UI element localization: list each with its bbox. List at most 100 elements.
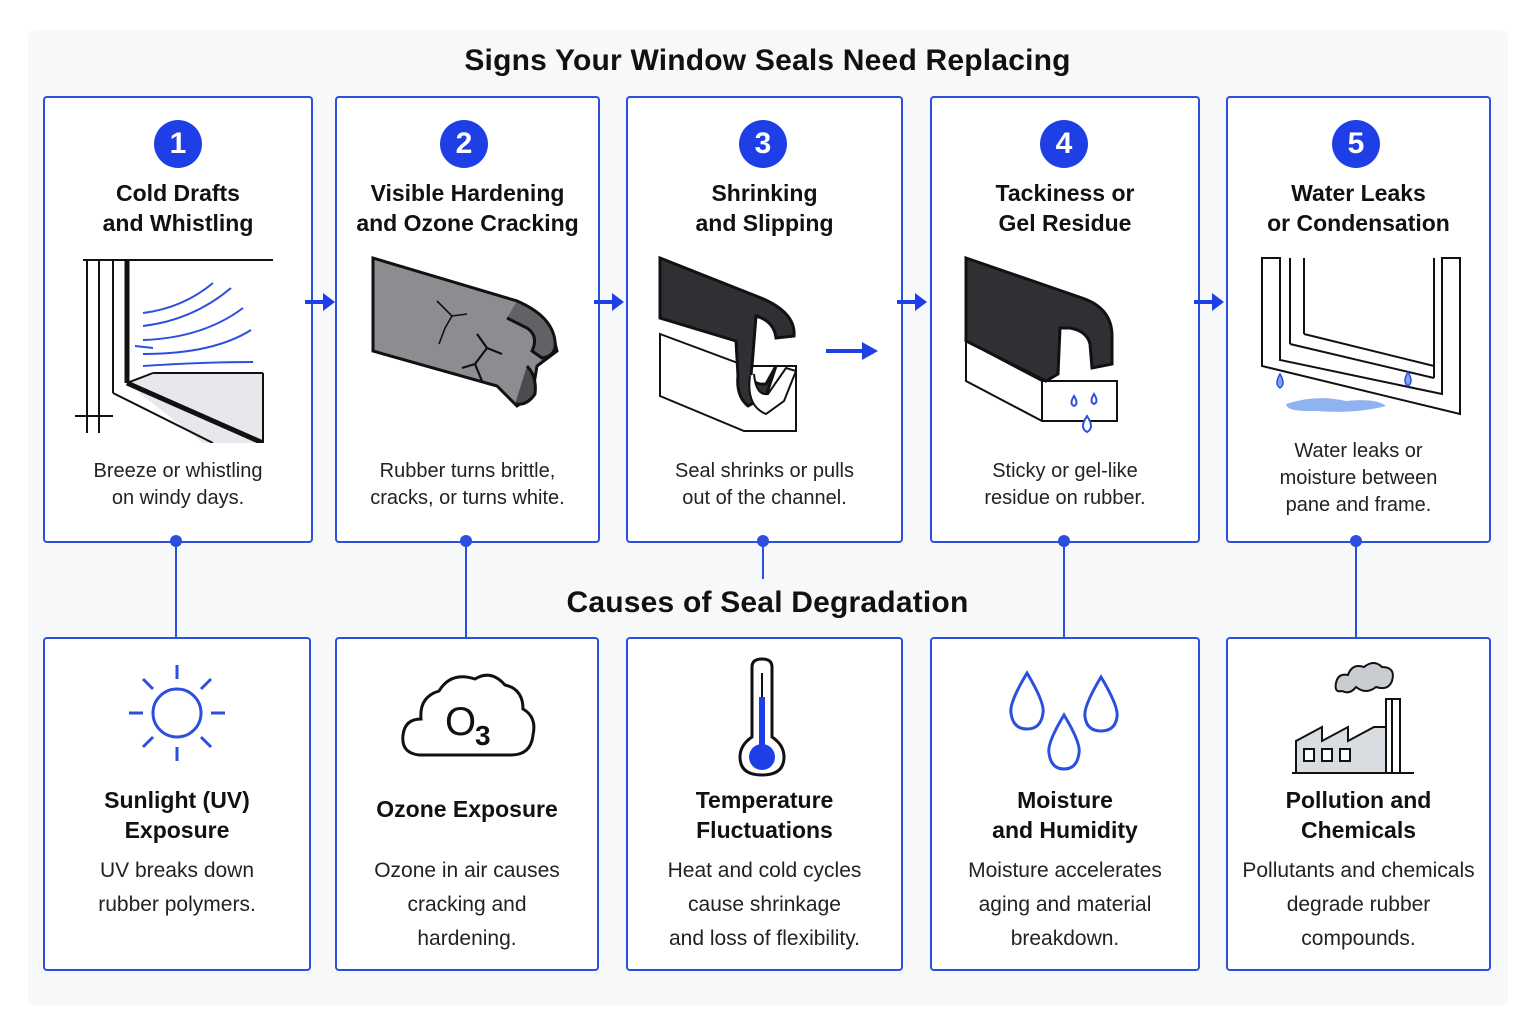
cause-card-pollution: Pollution and Chemicals Pollutants and c… [1226,637,1491,971]
sticky-seal-icon [964,256,1118,434]
desc-line: Pollutants and chemicals [1242,859,1475,882]
cause-title-line: Moisture [1017,787,1113,813]
desc-line: hardening. [417,927,517,950]
cause-description: Ozone in air causes cracking and hardeni… [345,854,589,956]
cause-title: Moisture and Humidity [938,785,1192,845]
desc-line: UV breaks down [99,859,255,882]
sign-description: Water leaks or moisture between pane and… [1236,438,1481,519]
cause-card-sunlight: Sunlight (UV) Exposure UV breaks down ru… [43,637,311,971]
next-arrow-icon [897,293,927,311]
connector-line [1355,541,1357,637]
desc-line: compounds. [1301,927,1416,950]
sign-title: Tackiness or Gel Residue [938,178,1192,238]
ozone-cloud-icon: O 3 [401,673,536,757]
sign-title-line: Gel Residue [998,210,1132,236]
page-title: Signs Your Window Seals Need Replacing [464,44,1071,77]
sign-description: Sticky or gel-like residue on rubber. [940,458,1190,512]
sign-title-line: Tackiness or [995,180,1135,206]
sign-title-line: Water Leaks [1291,180,1426,206]
connector-line [465,541,467,637]
sign-title-line: and Whistling [102,210,254,236]
cause-title-line: Chemicals [1300,817,1417,843]
cause-title-line: Pollution and [1285,787,1432,813]
sign-title: Shrinking and Slipping [634,178,895,238]
cause-title-line: and Humidity [992,817,1138,843]
connector-line [175,541,177,637]
cause-title: Temperature Fluctuations [634,785,895,845]
window-draft-icon [73,258,278,443]
desc-line: degrade rubber [1286,893,1431,916]
step-number-badge: 2 [440,120,488,168]
desc-line: Moisture accelerates [968,859,1162,882]
sign-card-cold-drafts: 1 Cold Drafts and Whistling Breeze or wh… [43,96,313,543]
step-number-badge: 5 [1332,120,1380,168]
desc-line: moisture between [1279,467,1438,489]
next-arrow-icon [305,293,335,311]
cause-description: Moisture accelerates aging and material … [940,854,1190,956]
cause-title-line: Fluctuations [696,817,833,843]
desc-line: aging and material [978,893,1152,916]
desc-line: out of the channel. [682,487,847,509]
desc-line: Breeze or whistling [93,460,263,482]
desc-line: residue on rubber. [984,487,1146,509]
desc-line: Seal shrinks or pulls [675,460,854,482]
sign-title: Water Leaks or Condensation [1234,178,1483,238]
sign-description: Seal shrinks or pulls out of the channel… [636,458,893,512]
cracked-seal-icon [371,256,559,408]
sign-title-line: and Slipping [695,210,834,236]
water-drops-icon [1009,670,1119,771]
cause-card-moisture: Moisture and Humidity Moisture accelerat… [930,637,1200,971]
desc-line: cause shrinkage [688,893,841,916]
desc-line: cracks, or turns white. [370,487,565,509]
desc-line: rubber polymers. [98,893,256,916]
desc-line: pane and frame. [1285,494,1432,516]
sign-title: Cold Drafts and Whistling [51,178,305,238]
cause-description: Pollutants and chemicals degrade rubber … [1236,854,1481,956]
desc-line: Rubber turns brittle, [379,460,556,482]
sign-title-line: or Condensation [1267,210,1450,236]
connector-line [1063,541,1065,637]
desc-line: on windy days. [111,487,245,509]
cause-title-line: Temperature [695,787,834,813]
ozone-symbol: O [445,700,476,744]
factory-icon [1292,662,1414,774]
sign-card-tackiness: 4 Tackiness or Gel Residue Sticky or gel… [930,96,1200,543]
desc-line: breakdown. [1010,927,1120,950]
step-number-badge: 4 [1040,120,1088,168]
cause-title-line: Ozone Exposure [376,796,558,822]
sign-title-line: Shrinking [711,180,818,206]
sign-card-water-leaks: 5 Water Leaks or Condensation Water leak… [1226,96,1491,543]
cause-card-temperature: Temperature Fluctuations Heat and cold c… [626,637,903,971]
sign-title-line: and Ozone Cracking [356,210,579,236]
sign-card-shrinking: 3 Shrinking and Slipping Seal shrinks or… [626,96,903,543]
sign-title-line: Visible Hardening [370,180,565,206]
section-subtitle: Causes of Seal Degradation [566,586,969,619]
cause-title: Ozone Exposure [343,794,591,824]
connector-line [762,541,764,579]
step-number-badge: 3 [739,120,787,168]
sign-title-line: Cold Drafts [116,180,240,206]
sign-title: Visible Hardening and Ozone Cracking [343,178,592,238]
thermometer-icon [738,657,786,777]
cause-description: Heat and cold cycles cause shrinkage and… [636,854,893,956]
sign-description: Rubber turns brittle, cracks, or turns w… [345,458,590,512]
shrinking-seal-icon [658,256,878,432]
desc-line: and loss of flexibility. [668,927,861,950]
next-arrow-icon [594,293,624,311]
leaking-window-icon [1261,257,1461,416]
cause-card-ozone: O 3 Ozone Exposure Ozone in air causes c… [335,637,599,971]
cause-title: Sunlight (UV) Exposure [51,785,303,845]
step-number-badge: 1 [154,120,202,168]
cause-description: UV breaks down rubber polymers. [53,854,301,922]
next-arrow-icon [1194,293,1224,311]
desc-line: Heat and cold cycles [667,859,862,882]
cause-title-line: Exposure [124,817,230,843]
sun-icon [129,665,225,761]
desc-line: Water leaks or [1294,440,1423,462]
desc-line: Ozone in air causes [374,859,560,882]
sign-card-hardening: 2 Visible Hardening and Ozone Cracking R… [335,96,600,543]
cause-title: Pollution and Chemicals [1234,785,1483,845]
desc-line: cracking and [407,893,527,916]
cause-title-line: Sunlight (UV) [104,787,250,813]
ozone-subscript: 3 [475,720,491,751]
